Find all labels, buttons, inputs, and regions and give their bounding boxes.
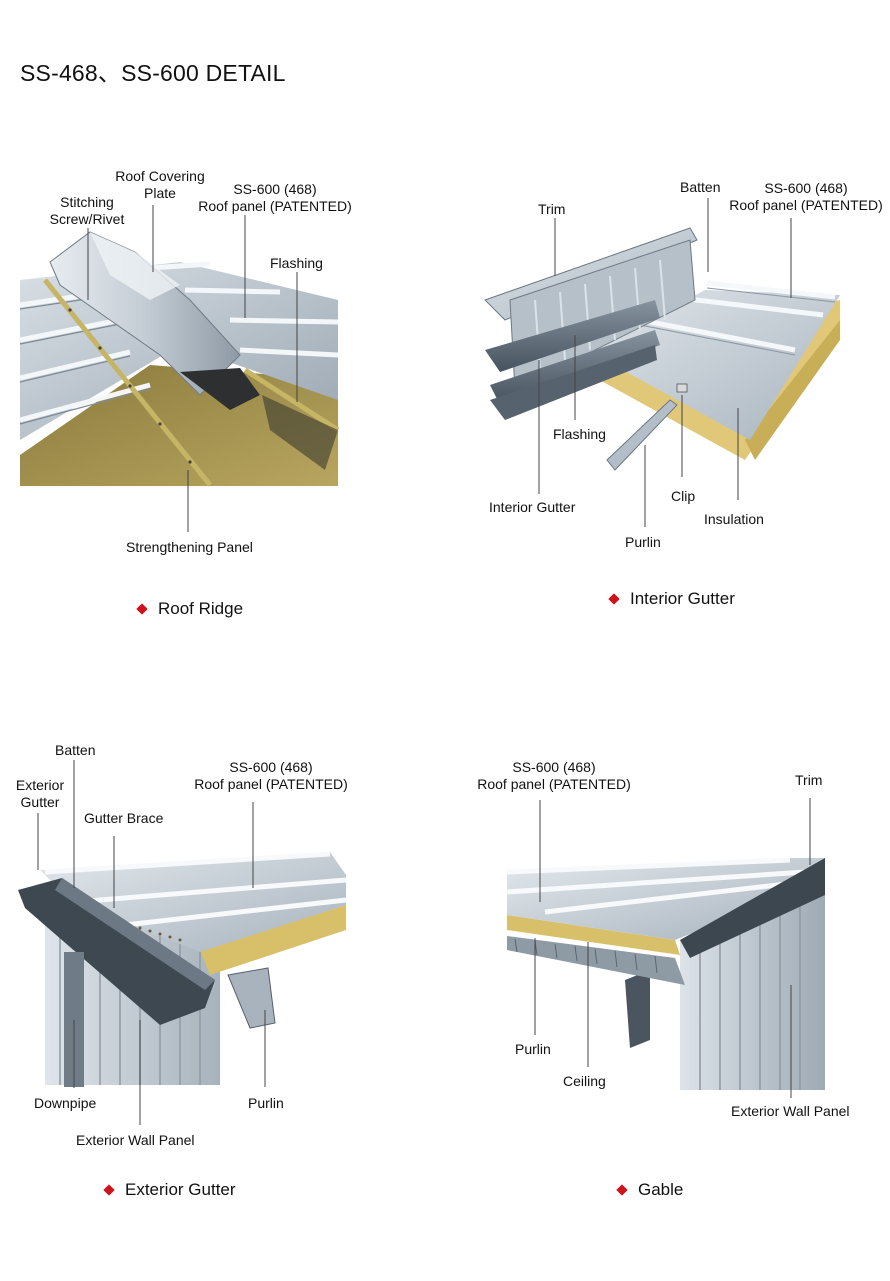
clip-label: Clip	[671, 488, 696, 504]
interior-gutter-illustration	[484, 198, 840, 527]
flashing-label: Flashing	[553, 426, 606, 442]
page-title: SS-468、SS-600 DETAIL	[20, 60, 286, 86]
exterior-gutter-illustration	[18, 760, 347, 1125]
purlin-label: Purlin	[515, 1041, 551, 1057]
exterior-gutter-panel: Batten Exterior Gutter Gutter Brace SS-6…	[0, 640, 445, 1281]
stitching-screw-label: Stitching Screw/Rivet	[49, 194, 125, 227]
exterior-gutter-label: Exterior Gutter	[15, 777, 65, 810]
insulation-label: Insulation	[704, 511, 764, 527]
roof-panel-label: SS-600 (468) Roof panel (PATENTED)	[198, 181, 352, 214]
roof-panel-label: SS-600 (468) Roof panel (PATENTED)	[729, 180, 883, 213]
strengthening-panel-label: Strengthening Panel	[126, 539, 253, 555]
interior-gutter-caption: Interior Gutter	[608, 589, 735, 609]
roof-ridge-panel: Roof Covering Plate Stitching Screw/Rive…	[0, 0, 445, 640]
trim-label: Trim	[538, 201, 566, 217]
roof-ridge-illustration	[19, 205, 340, 532]
gable-panel: SS-600 (468) Roof panel (PATENTED) Trim …	[445, 640, 890, 1281]
roof-ridge-caption: Roof Ridge	[136, 599, 243, 619]
exterior-wall-panel-label: Exterior Wall Panel	[76, 1132, 195, 1148]
diamond-bullet-icon	[103, 1184, 115, 1196]
exterior-wall-panel-label: Exterior Wall Panel	[731, 1103, 850, 1119]
diamond-bullet-icon	[616, 1184, 628, 1196]
diamond-bullet-icon	[136, 603, 148, 615]
interior-gutter-panel: Trim Batten SS-600 (468) Roof panel (PAT…	[445, 0, 890, 640]
batten-label: Batten	[55, 742, 96, 758]
gable-illustration	[506, 798, 825, 1098]
roof-panel-label: SS-600 (468) Roof panel (PATENTED)	[194, 759, 348, 792]
purlin-label: Purlin	[248, 1095, 284, 1111]
exterior-gutter-caption: Exterior Gutter	[103, 1180, 236, 1200]
diamond-bullet-icon	[608, 593, 620, 605]
ceiling-label: Ceiling	[563, 1073, 606, 1089]
roof-panel-label: SS-600 (468) Roof panel (PATENTED)	[477, 759, 631, 792]
downpipe-label: Downpipe	[34, 1095, 97, 1111]
trim-label: Trim	[795, 772, 823, 788]
interior-gutter-label: Interior Gutter	[489, 499, 576, 515]
gutter-brace-label: Gutter Brace	[84, 810, 164, 826]
purlin-label: Purlin	[625, 534, 661, 550]
flashing-label: Flashing	[270, 255, 323, 271]
batten-label: Batten	[680, 179, 721, 195]
gable-caption: Gable	[616, 1180, 683, 1200]
roof-covering-plate-label: Roof Covering Plate	[115, 168, 205, 201]
